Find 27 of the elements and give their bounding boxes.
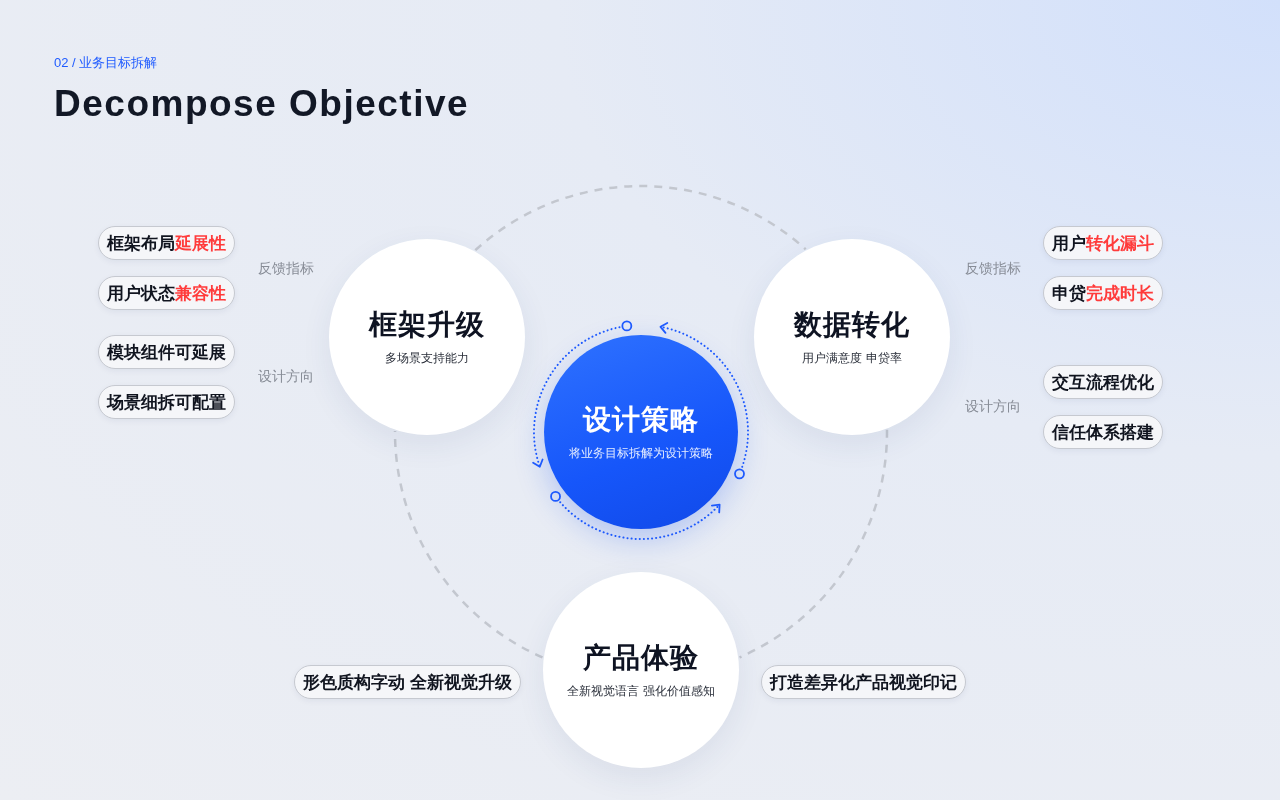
dashed-connector xyxy=(393,431,544,659)
keyword-tag: 交互流程优化 xyxy=(1043,365,1163,399)
circle-title: 框架升级 xyxy=(369,308,485,342)
keyword-tag: 打造差异化产品视觉印记 xyxy=(761,665,966,699)
keyword-tag: 申贷完成时长 xyxy=(1043,276,1163,310)
keyword-tag: 形色质构字动 全新视觉升级 xyxy=(294,665,521,699)
circle-subtitle: 用户满意度 申贷率 xyxy=(802,350,902,366)
dashed-connector xyxy=(474,184,807,252)
keyword-tag: 场景细拆可配置 xyxy=(98,385,235,419)
circle-subtitle: 多场景支持能力 xyxy=(385,350,469,366)
side-label: 反馈指标 xyxy=(965,259,1021,277)
side-label: 设计方向 xyxy=(965,397,1021,415)
side-label: 反馈指标 xyxy=(258,259,314,277)
circle-title: 数据转化 xyxy=(794,308,910,342)
page-title: Decompose Objective xyxy=(54,82,470,126)
circle-subtitle: 将业务目标拆解为设计策略 xyxy=(569,445,713,461)
keyword-tag: 信任体系搭建 xyxy=(1043,415,1163,449)
keyword-tag: 框架布局延展性 xyxy=(98,226,235,260)
keyword-tag: 用户转化漏斗 xyxy=(1043,226,1163,260)
dashed-connector xyxy=(738,429,889,659)
side-label: 设计方向 xyxy=(258,367,314,385)
section-label: 02 / 业务目标拆解 xyxy=(54,54,158,72)
circle-subtitle: 全新视觉语言 强化价值感知 xyxy=(567,683,715,699)
keyword-tag: 用户状态兼容性 xyxy=(98,276,235,310)
circle-title: 产品体验 xyxy=(583,641,699,675)
keyword-tag: 模块组件可延展 xyxy=(98,335,235,369)
circle-title: 设计策略 xyxy=(583,403,699,437)
